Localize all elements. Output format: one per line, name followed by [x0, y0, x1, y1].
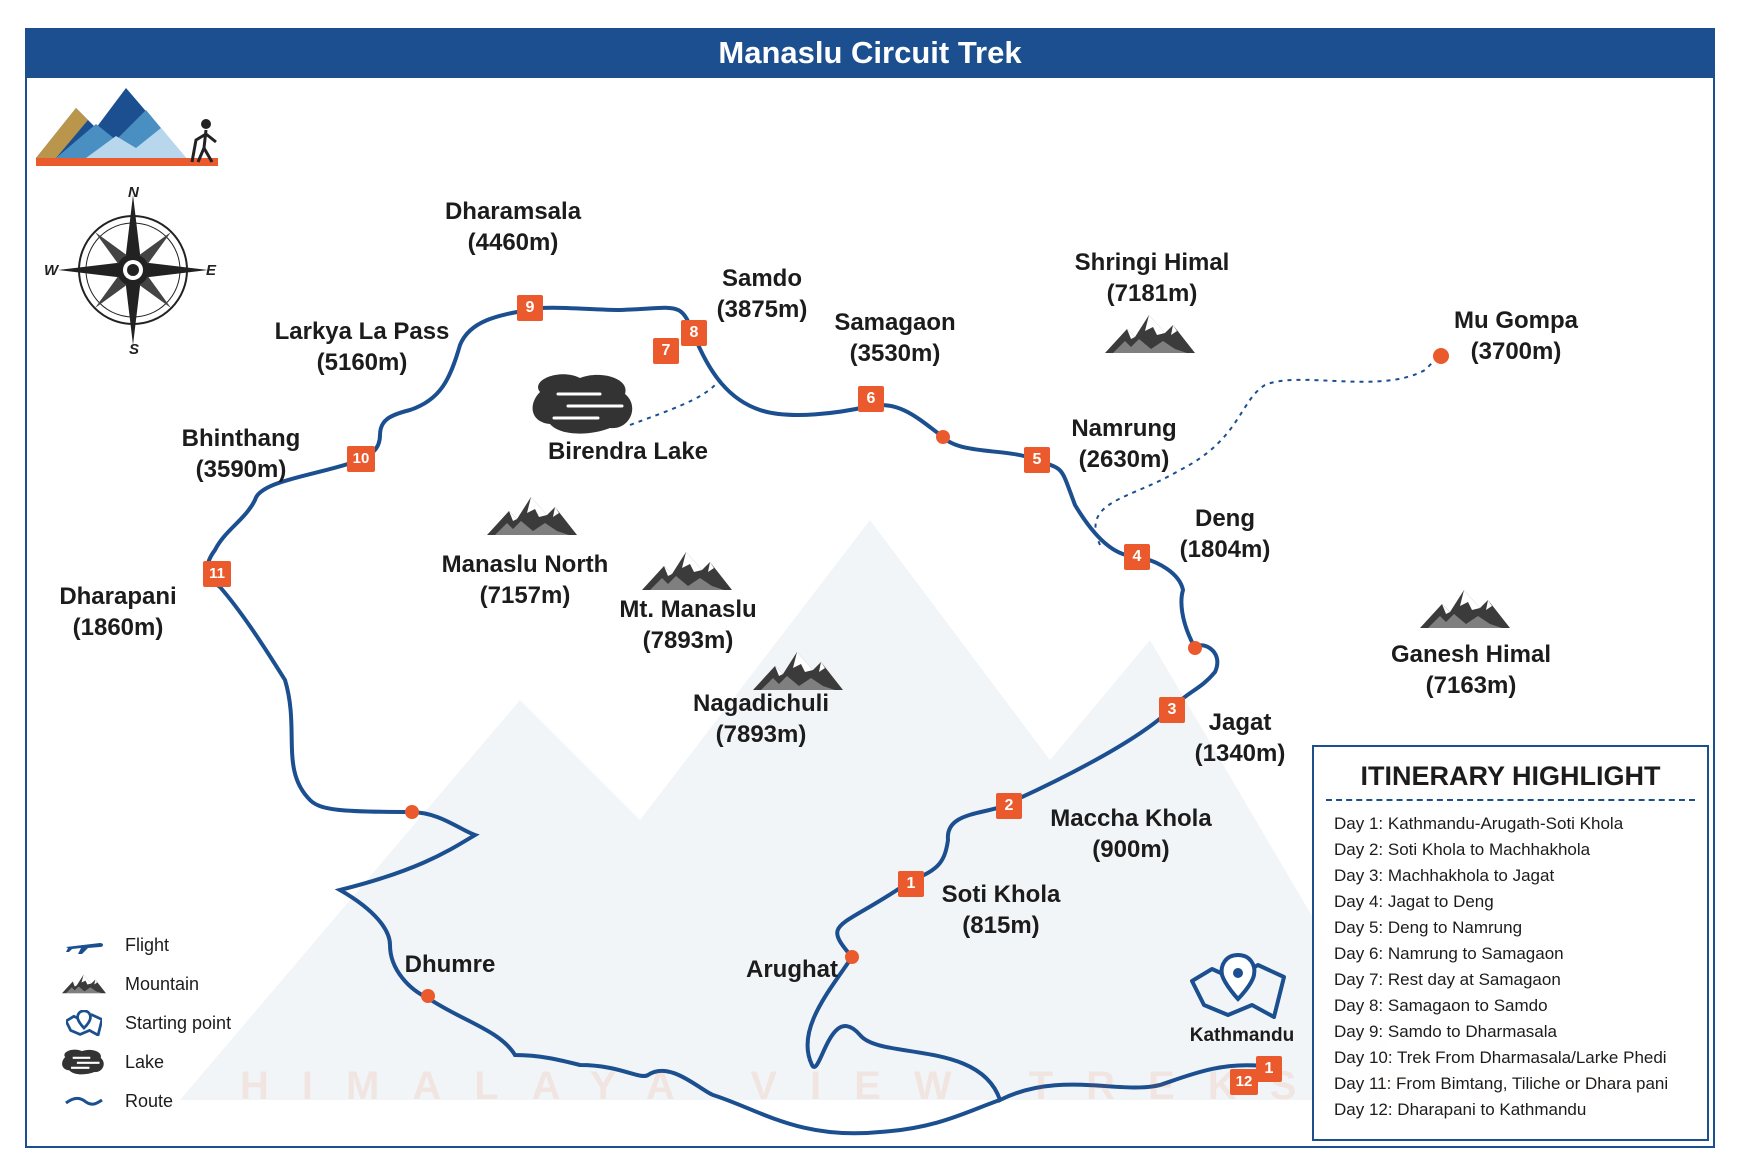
birendra-lake-icon: [532, 374, 633, 434]
place-deng: Deng(1804m): [1179, 505, 1271, 563]
stop-marker-12: 12: [1230, 1069, 1258, 1095]
background-mountains: [180, 520, 1420, 1100]
place-bhinthang: Bhinthang(3590m): [181, 425, 301, 483]
itinerary-list: Day 1: Kathmandu-Arugath-Soti Khola Day …: [1314, 801, 1707, 1123]
itinerary-divider: [1326, 799, 1695, 801]
compass-rose: [58, 195, 208, 345]
itinerary-day: Day 2: Soti Khola to Machhakhola: [1334, 840, 1591, 859]
legend-item-lake: Lake: [58, 1047, 164, 1077]
stop-marker-1: 1: [898, 871, 924, 897]
place-maccha-khola: Maccha Khola(900m): [1050, 805, 1212, 863]
place-nagadichuli: Nagadichuli(7893m): [692, 690, 830, 748]
place-samdo: Samdo(3875m): [716, 265, 808, 323]
lake-icon: [58, 1047, 110, 1077]
stop-marker-5: 5: [1024, 447, 1050, 473]
itinerary-day: Day 3: Machhakhola to Jagat: [1334, 866, 1555, 885]
compass-east-label: E: [206, 262, 217, 279]
itinerary-day: Day 11: From Bimtang, Tiliche or Dhara p…: [1334, 1074, 1669, 1093]
waypoint-dots: [405, 348, 1449, 1003]
place-kathmandu: Kathmandu: [1189, 1025, 1295, 1046]
place-manaslu-north: Manaslu North(7157m): [441, 551, 609, 609]
place-birendra-lake: Birendra Lake: [547, 438, 709, 465]
itinerary-title: ITINERARY HIGHLIGHT: [1360, 761, 1661, 791]
place-soti-khola: Soti Khola(815m): [941, 881, 1061, 939]
place-dharapani: Dharapani(1860m): [59, 583, 177, 641]
place-mt-manaslu: Mt. Manaslu(7893m): [619, 596, 757, 654]
stop-marker-2: 2: [996, 793, 1022, 819]
compass-west-label: W: [44, 262, 59, 279]
itinerary-day: Day 7: Rest day at Samagaon: [1334, 970, 1561, 989]
itinerary-day: Day 12: Dharapani to Kathmandu: [1334, 1100, 1587, 1119]
compass-south-label: S: [129, 341, 140, 358]
stop-marker-start: 1: [1256, 1056, 1282, 1082]
itinerary-day: Day 1: Kathmandu-Arugath-Soti Khola: [1334, 814, 1624, 833]
route-icon: [58, 1086, 110, 1116]
place-larkya-la-pass: Larkya La Pass(5160m): [274, 318, 450, 376]
side-trip-mu-gompa: [1094, 354, 1441, 546]
map-pin-icon: [58, 1008, 110, 1038]
stop-marker-4: 4: [1124, 544, 1150, 570]
place-dhumre: Dhumre: [404, 951, 496, 978]
trek-route: [205, 305, 1264, 1136]
plane-icon: [58, 930, 110, 960]
itinerary-day: Day 10: Trek From Dharmasala/Larke Phedi: [1334, 1048, 1667, 1067]
place-ganesh-himal: Ganesh Himal(7163m): [1390, 641, 1552, 699]
itinerary-panel: ITINERARY HIGHLIGHT Day 1: Kathmandu-Aru…: [1312, 745, 1709, 1141]
itinerary-day: Day 5: Deng to Namrung: [1334, 918, 1523, 937]
itinerary-day: Day 9: Samdo to Dharmasala: [1334, 1022, 1557, 1041]
place-dharamsala: Dharamsala(4460m): [444, 198, 582, 256]
compass-north-label: N: [128, 184, 139, 201]
place-jagat: Jagat(1340m): [1194, 709, 1286, 767]
stop-marker-7: 7: [653, 338, 679, 364]
itinerary-day: Day 6: Namrung to Samagaon: [1334, 944, 1564, 963]
company-logo: [36, 88, 218, 166]
place-shringi-himal: Shringi Himal(7181m): [1074, 249, 1230, 307]
stop-marker-11: 11: [203, 561, 231, 587]
legend-item-route: Route: [58, 1086, 173, 1116]
kathmandu-pin-icon: [1190, 952, 1286, 1019]
legend-item-flight: Flight: [58, 930, 169, 960]
itinerary-day: Day 4: Jagat to Deng: [1334, 892, 1494, 911]
stop-marker-10: 10: [347, 446, 375, 472]
side-trip-birendra-lake: [629, 384, 716, 426]
place-mu-gompa: Mu Gompa(3700m): [1454, 307, 1578, 365]
legend-item-starting-point: Starting point: [58, 1008, 231, 1038]
stop-marker-6: 6: [858, 386, 884, 412]
mountain-icon: [58, 969, 110, 999]
place-samagaon: Samagaon(3530m): [834, 309, 956, 367]
place-arughat: Arughat: [746, 956, 838, 983]
place-namrung: Namrung(2630m): [1071, 415, 1177, 473]
stop-marker-9: 9: [517, 295, 543, 321]
stop-marker-3: 3: [1159, 697, 1185, 723]
stop-marker-8: 8: [681, 320, 707, 346]
itinerary-day: Day 8: Samagaon to Samdo: [1334, 996, 1548, 1015]
legend-item-mountain: Mountain: [58, 969, 199, 999]
page-title: Manaslu Circuit Trek: [25, 28, 1715, 78]
